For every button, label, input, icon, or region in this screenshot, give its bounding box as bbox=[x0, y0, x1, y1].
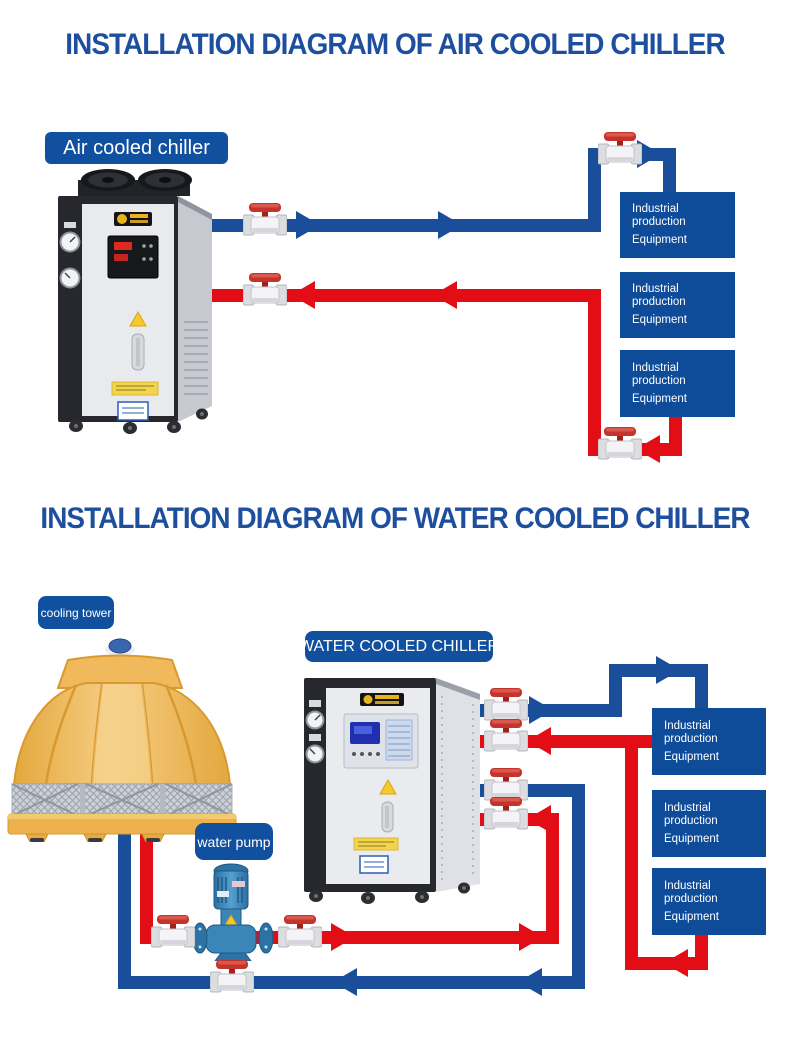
cooling-tower-image bbox=[7, 638, 237, 842]
water-return-riser bbox=[625, 735, 638, 970]
equipment-box-line1: Industrial production bbox=[632, 361, 686, 387]
condenser-in-riser bbox=[546, 813, 559, 944]
condenser-out-riser bbox=[572, 784, 585, 989]
air-chilled-supply-riser bbox=[588, 148, 601, 232]
air-cooled-chiller-image bbox=[58, 169, 212, 434]
equipment-box-line2: Equipment bbox=[664, 750, 719, 763]
equipment-box: Industrial production Equipment bbox=[620, 272, 735, 338]
equipment-box-line1: Industrial production bbox=[664, 801, 718, 827]
water-chiller-label-text: WATER COOLED CHILLER bbox=[298, 637, 500, 655]
ball-valve-icon bbox=[484, 687, 528, 721]
flow-arrow-left-icon bbox=[333, 968, 357, 996]
equipment-box: Industrial production Equipment bbox=[652, 708, 766, 775]
ball-valve-icon bbox=[243, 272, 287, 306]
air-return-riser bbox=[588, 289, 601, 456]
ball-valve-icon bbox=[484, 796, 528, 830]
air-chiller-label-text: Air cooled chiller bbox=[63, 136, 210, 159]
equipment-box: Industrial production Equipment bbox=[620, 192, 735, 258]
water-diagram-title: INSTALLATION DIAGRAM OF WATER COOLED CHI… bbox=[40, 502, 750, 535]
flow-arrow-right-icon bbox=[656, 656, 680, 684]
ball-valve-icon bbox=[243, 202, 287, 236]
tower-return-riser bbox=[118, 824, 131, 989]
water-chiller-label: WATER COOLED CHILLER bbox=[299, 631, 499, 662]
air-chiller-label: Air cooled chiller bbox=[45, 132, 228, 164]
air-return-drop bbox=[669, 415, 682, 456]
equipment-box-line2: Equipment bbox=[632, 314, 687, 326]
air-chilled-supply-drop bbox=[663, 148, 676, 196]
equipment-box-line2: Equipment bbox=[664, 832, 719, 845]
water-pump-label: water pump bbox=[195, 823, 273, 860]
equipment-box: Industrial production Equipment bbox=[652, 790, 766, 857]
flow-arrow-left-icon bbox=[527, 805, 551, 833]
equipment-box-line2: Equipment bbox=[664, 910, 719, 923]
flow-arrow-left-icon bbox=[664, 949, 688, 977]
equipment-box: Industrial production Equipment bbox=[652, 868, 766, 935]
water-pump-image bbox=[192, 863, 274, 961]
water-chilled-supply-riser bbox=[609, 664, 622, 717]
tower-supply-riser bbox=[140, 824, 153, 944]
flow-arrow-right-icon bbox=[519, 923, 543, 951]
flow-arrow-left-icon bbox=[527, 727, 551, 755]
air-diagram-title: INSTALLATION DIAGRAM OF AIR COOLED CHILL… bbox=[65, 28, 725, 61]
equipment-box-line1: Industrial production bbox=[664, 719, 718, 745]
equipment-box-line1: Industrial production bbox=[632, 283, 686, 308]
water-return-drop bbox=[695, 933, 708, 970]
ball-valve-icon bbox=[598, 426, 642, 460]
ball-valve-icon bbox=[210, 959, 254, 993]
ball-valve-icon bbox=[598, 131, 642, 165]
water-cooled-chiller-image bbox=[304, 678, 480, 904]
equipment-box: Industrial production Equipment bbox=[620, 350, 735, 417]
equipment-box-line2: Equipment bbox=[632, 234, 687, 246]
flow-arrow-right-icon bbox=[296, 211, 320, 239]
ball-valve-icon bbox=[278, 914, 322, 948]
ball-valve-icon bbox=[484, 718, 528, 752]
flow-arrow-right-icon bbox=[438, 211, 462, 239]
flow-arrow-left-icon bbox=[433, 281, 457, 309]
flow-arrow-left-icon bbox=[518, 968, 542, 996]
water-pump-label-text: water pump bbox=[197, 833, 271, 850]
flow-arrow-right-icon bbox=[529, 696, 553, 724]
equipment-box-line2: Equipment bbox=[632, 392, 687, 405]
flow-arrow-right-icon bbox=[331, 923, 355, 951]
cooling-tower-label-text: cooling tower bbox=[40, 605, 112, 620]
water-chilled-supply-drop bbox=[695, 664, 708, 712]
flow-arrow-left-icon bbox=[291, 281, 315, 309]
ball-valve-icon bbox=[151, 914, 195, 948]
cooling-tower-label: cooling tower bbox=[38, 596, 114, 629]
equipment-box-line1: Industrial production bbox=[664, 879, 718, 905]
equipment-box-line1: Industrial production bbox=[632, 203, 686, 228]
